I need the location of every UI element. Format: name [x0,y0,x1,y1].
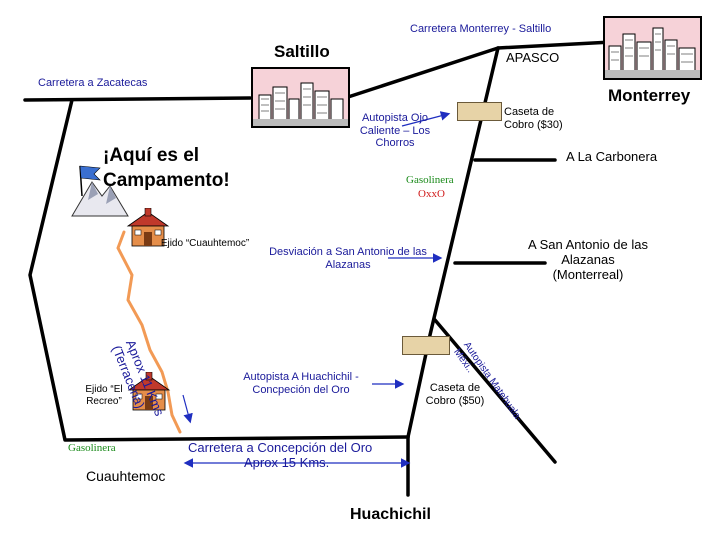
road-west-loop [28,98,410,442]
gas-station-label-cuauhtemoc: Gasolinera [68,442,116,454]
ejido-cuauhtemoc-house-icon [126,208,170,247]
city-label-saltillo: Saltillo [274,42,330,61]
ejido-recreo-label: Ejido “El Recreo” [85,384,123,407]
oxxo-label: OxxO [418,188,445,200]
ejido-cuauhtemoc-label: Ejido “Cuauhtemoc” [160,238,250,249]
dirt-road-terraceria [116,230,182,434]
road-label-huachichil-autopista: Autopista A Huachichil - Concpeción del … [243,371,359,396]
ejido-recreo-house-icon [127,372,171,411]
road-apasco-monterrey [496,40,614,50]
road-label-concepcion: Carretera a Concepción del Oro [188,440,373,455]
road-matehuala [433,318,557,464]
campamento-label: ¡Aquí es el Campamento! [103,145,230,191]
place-label-carbonera: A La Carbonera [566,149,658,164]
city-label-monterrey: Monterrey [608,86,691,105]
road-label-desviacion: Desviación a San Antonio de las Alazanas [269,246,427,271]
city-label-huachichil: Huachichil [350,506,431,523]
arrow-ojo-caliente [401,111,451,127]
toll-label-50: Caseta de Cobro ($50) [425,382,485,407]
road-saltillo-apasco [343,46,500,100]
toll-label-30: Caseta de Cobro ($30) [504,106,563,131]
toll-booth-30 [457,102,502,121]
city-label-cuauhtemoc: Cuauhtemoc [86,468,166,484]
road-autopista-main [406,46,500,439]
road-label-monterrey-saltillo: Carretera Monterrey - Saltillo [410,23,552,35]
place-label-san-antonio: A San Antonio de las Alazanas (Monterrea… [528,237,648,282]
monterrey-city-icon [603,16,702,80]
saltillo-city-icon [251,67,350,128]
road-label-concepcion-distance: Aprox 15 Kms. [244,455,330,470]
road-label-zacatecas: Carretera a Zacatecas [38,77,148,89]
toll-booth-50 [402,336,450,355]
road-zacatecas [23,96,252,102]
arrow-terraceria [182,394,193,424]
gas-station-label-oxxo: Gasolinera [406,174,454,186]
road-label-ojo-caliente: Autopista Ojo Caliente – Los Chorros [359,112,431,150]
place-label-apasco: APASCO [506,50,560,65]
mountain-flag-icon [71,165,129,217]
